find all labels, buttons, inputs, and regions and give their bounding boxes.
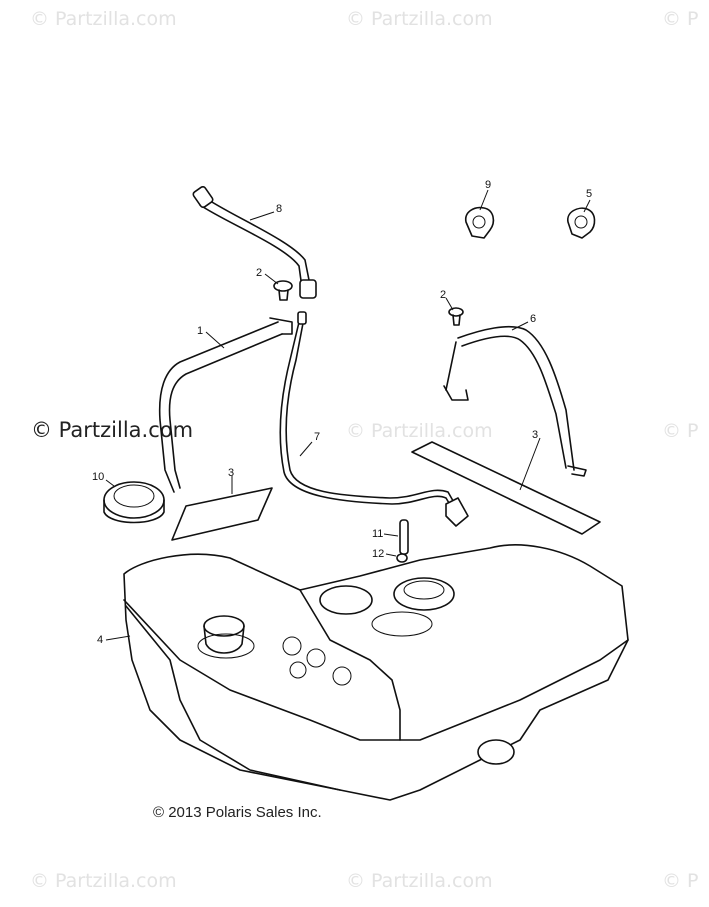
- fuel-cap-part-10: [103, 481, 165, 524]
- callout-5: 5: [586, 188, 592, 200]
- pad-part-3-left: [171, 487, 273, 541]
- fuel-line-part-7: [279, 311, 469, 527]
- callout-3-right: 3: [532, 429, 538, 441]
- watermark: © Partzilla.com: [346, 420, 493, 442]
- callout-6: 6: [530, 313, 536, 325]
- watermark: © Partzilla.com: [30, 870, 177, 892]
- clip-part-12: [396, 553, 408, 563]
- vent-hose-part-8: [192, 185, 317, 299]
- watermark: © P: [662, 870, 699, 892]
- callout-1: 1: [197, 325, 203, 337]
- watermark: © P: [662, 420, 699, 442]
- copyright-text: © 2013 Polaris Sales Inc.: [153, 804, 322, 821]
- callout-2-right: 2: [440, 289, 446, 301]
- watermark: © Partzilla.com: [346, 870, 493, 892]
- watermark: © Partzilla.com: [30, 8, 177, 30]
- callout-9: 9: [485, 179, 491, 191]
- leader-lines: [105, 189, 591, 641]
- pad-part-3-right: [411, 441, 601, 535]
- watermark: © P: [662, 8, 699, 30]
- fitting-part-11: [399, 519, 409, 555]
- callout-2: 2: [256, 267, 262, 279]
- watermark: © Partzilla.com: [346, 8, 493, 30]
- callout-12: 12: [372, 548, 384, 560]
- partzilla-watermark: © Partzilla.com: [31, 418, 194, 442]
- rivet-part-2-right: [448, 307, 464, 326]
- callout-11: 11: [372, 528, 383, 540]
- callout-4: 4: [97, 634, 103, 646]
- strap-part-6: [443, 325, 587, 477]
- callout-8: 8: [276, 203, 282, 215]
- callout-7: 7: [314, 431, 320, 443]
- rivet-part-2: [273, 280, 293, 301]
- clamp-part-9: [464, 206, 495, 239]
- callout-10: 10: [92, 471, 104, 483]
- strap-part-1: [158, 317, 293, 493]
- callout-3: 3: [228, 467, 234, 479]
- fuel-tank-part-4: [123, 544, 629, 801]
- clamp-part-5: [567, 207, 596, 239]
